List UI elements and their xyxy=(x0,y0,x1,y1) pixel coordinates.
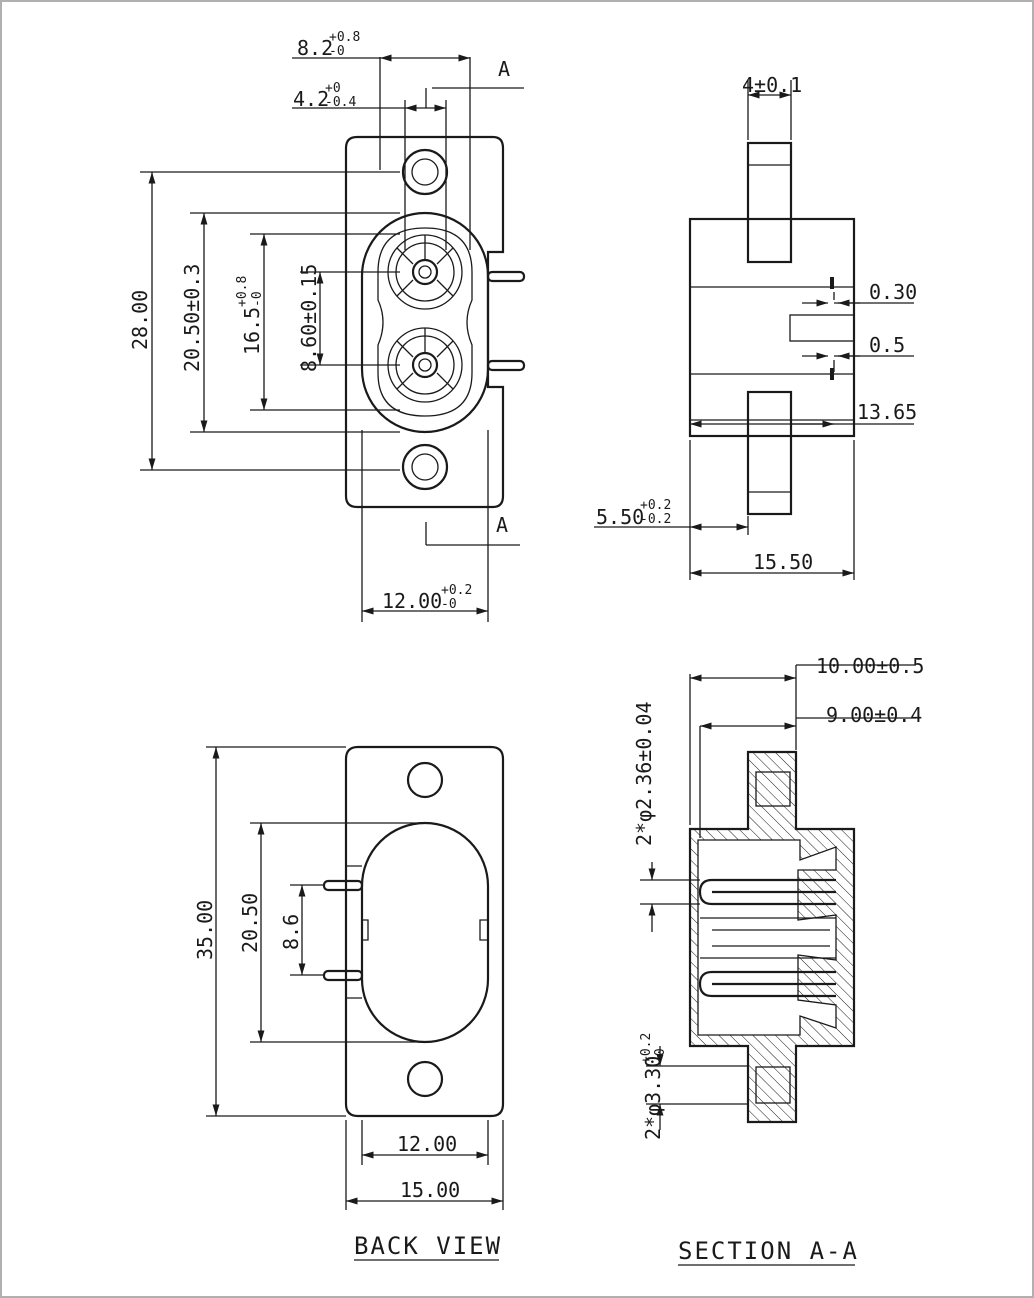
dim-05-text: 0.5 xyxy=(869,333,905,357)
section-extension-lines xyxy=(640,664,916,1105)
side-extension-lines xyxy=(689,80,914,580)
section-view: 10.00±0.5 9.00±0.4 2*φ2.36±0.04 2*φ3.30 … xyxy=(632,654,924,1266)
top-view-outline xyxy=(344,135,505,509)
dim-165-tol-dn: -0 xyxy=(250,291,265,307)
dim-sec-9-text: 9.00±0.4 xyxy=(826,703,922,727)
contact-pin-1-core xyxy=(418,265,432,279)
back-mount-hole-top xyxy=(406,761,444,799)
section-view-title: SECTION A-A xyxy=(678,1237,859,1265)
section-cut-lines xyxy=(425,87,524,546)
section-hole-top xyxy=(755,771,791,807)
back-solder-pin-2 xyxy=(322,969,364,982)
dim-35-text: 35.00 xyxy=(193,900,217,960)
top-view-inner-housing xyxy=(377,227,473,417)
dim-42-text: 4.2 xyxy=(293,87,329,111)
section-mark-bottom: A xyxy=(496,513,508,537)
dim-42-tol-up: +0 xyxy=(325,81,341,96)
section-hole-bottom xyxy=(755,1066,791,1104)
back-extension-lines xyxy=(206,746,504,1210)
side-view-flange-bottom xyxy=(746,390,793,516)
back-solder-pin-1 xyxy=(322,879,364,892)
section-contact-1 xyxy=(698,878,836,906)
dim-1365-text: 13.65 xyxy=(857,400,917,424)
contact-pin-2-core xyxy=(418,358,432,372)
dim-82-text: 8.2 xyxy=(297,36,333,60)
dim-2050-text: 20.50±0.3 xyxy=(180,264,204,372)
dim-42-tol-dn: -0.4 xyxy=(325,95,356,110)
dim-55-tol-dn: -0.2 xyxy=(640,512,671,527)
dim-sec-33-tol-up: +0.2 xyxy=(639,1033,654,1064)
back-mount-hole-bottom xyxy=(406,1060,444,1098)
dim-back-12-text: 12.00 xyxy=(397,1132,457,1156)
contact-socket-ribs xyxy=(396,235,454,390)
dim-165-text: 16.5 xyxy=(240,307,264,355)
dim-12-tol-dn: -0 xyxy=(441,597,457,612)
contact-pin-2 xyxy=(411,351,439,379)
dim-back-15-text: 15.00 xyxy=(400,1178,460,1202)
side-view-flange-top xyxy=(746,141,793,264)
section-mark-top: A xyxy=(498,57,510,81)
dim-030-text: 0.30 xyxy=(869,280,917,304)
dim-12-tol-up: +0.2 xyxy=(441,583,472,598)
solder-pin-1 xyxy=(486,270,526,283)
mount-hole-bottom xyxy=(401,443,449,491)
section-contact-2 xyxy=(698,970,836,998)
dim-back-86-text: 8.6 xyxy=(279,914,303,950)
dim-sec-236-text: 2*φ2.36±0.04 xyxy=(632,702,656,847)
dim-12-text: 12.00 xyxy=(382,589,442,613)
dim-sec-33-tol-dn: -0 xyxy=(653,1048,668,1064)
dim-55-tol-up: +0.2 xyxy=(640,498,671,513)
dim-28-text: 28.00 xyxy=(128,290,152,350)
solder-pin-2 xyxy=(486,359,526,372)
mount-hole-bottom-inner xyxy=(411,453,439,481)
dim-back-2050-text: 20.50 xyxy=(238,893,262,953)
back-view-notches xyxy=(346,865,488,999)
dim-165-tol-up: +0.8 xyxy=(235,276,250,307)
dim-55-text: 5.50 xyxy=(596,505,644,529)
dim-4-text: 4±0.1 xyxy=(742,73,802,97)
dim-sec-10-text: 10.00±0.5 xyxy=(816,654,924,678)
pin-end-2 xyxy=(830,368,834,380)
side-view-tab xyxy=(789,314,855,342)
section-inner-lines xyxy=(700,917,836,959)
top-view: A A 8.2 +0.8 -0 4.2 +0 -0.4 28.00 20.50±… xyxy=(128,30,526,622)
mount-hole-top xyxy=(401,148,449,196)
dim-155-text: 15.50 xyxy=(753,550,813,574)
dim-86-text: 8.60±0.15 xyxy=(297,264,321,372)
back-view-outline xyxy=(344,745,505,1118)
mount-hole-top-inner xyxy=(411,158,439,186)
side-view-body xyxy=(688,217,856,438)
back-view: 35.00 20.50 8.6 12.00 15.00 BACK VIEW xyxy=(193,745,505,1261)
dim-82-tol-dn: -0 xyxy=(329,44,345,59)
section-cavity xyxy=(697,839,837,1036)
contact-pin-1 xyxy=(411,258,439,286)
side-view: 4±0.1 0.30 0.5 13.65 5.50 +0.2 -0.2 15.5… xyxy=(594,73,917,580)
top-view-housing xyxy=(360,211,490,434)
dim-sec-33-text: 2*φ3.30 xyxy=(641,1056,665,1140)
top-extension-lines xyxy=(140,57,489,622)
pin-end-1 xyxy=(830,277,834,289)
back-view-title: BACK VIEW xyxy=(354,1232,502,1260)
dim-82-tol-up: +0.8 xyxy=(329,30,360,45)
back-view-housing xyxy=(360,821,490,1044)
